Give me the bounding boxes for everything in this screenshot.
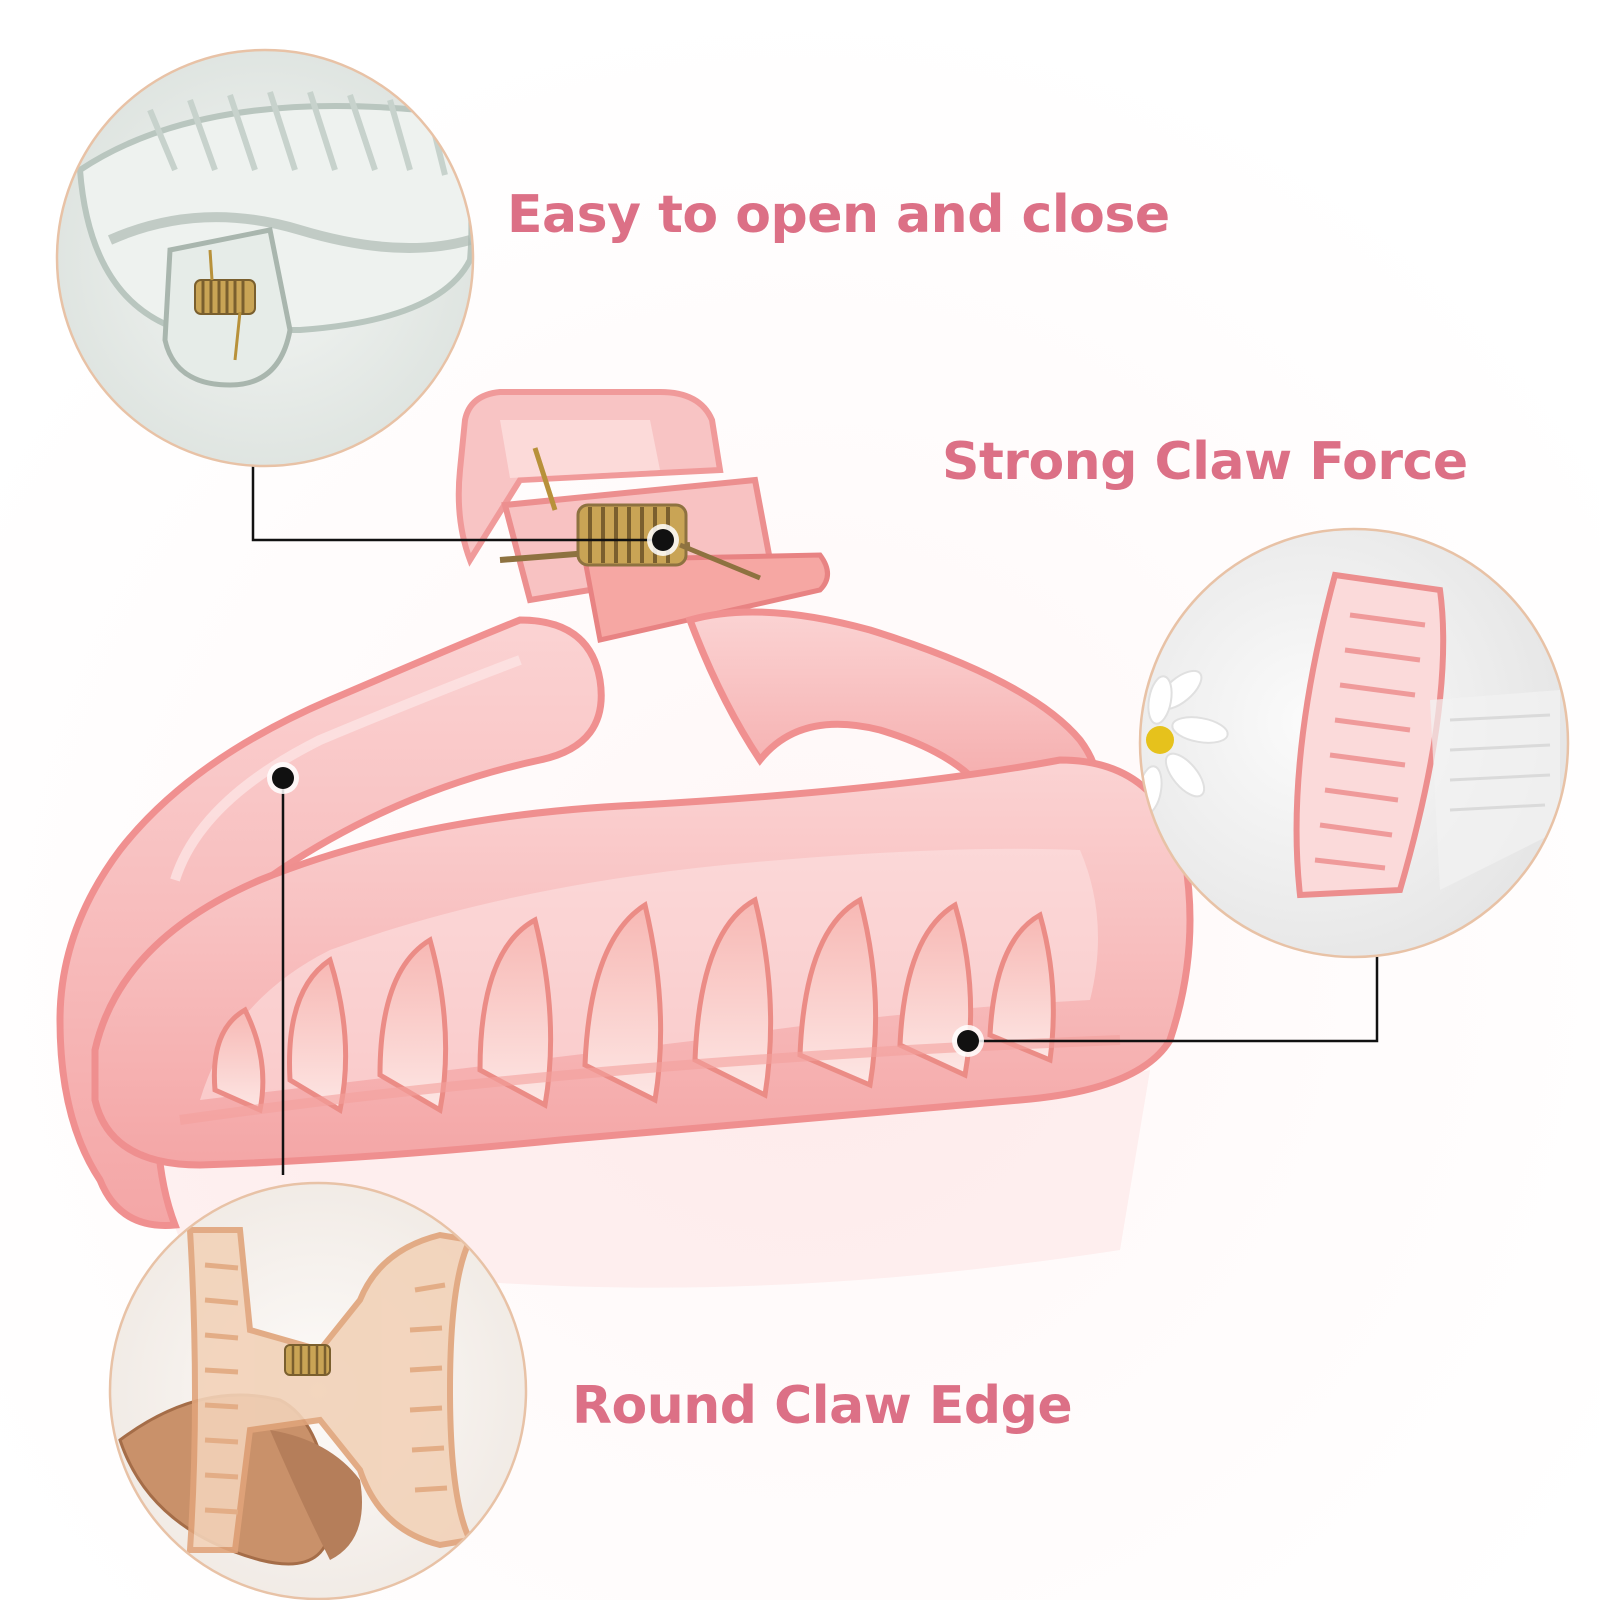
pink-claw-clip bbox=[56, 389, 1194, 1229]
detail-circle-amber-clip bbox=[108, 1181, 528, 1600]
callout-lines bbox=[251, 466, 1379, 1175]
feature-label-open-close: Easy to open and close bbox=[507, 185, 1170, 245]
claw-teeth bbox=[211, 896, 1056, 1114]
callout-line-3 bbox=[968, 957, 1379, 1043]
feature-label-round-edge: Round Claw Edge bbox=[572, 1376, 1073, 1436]
detail-circle-spring bbox=[55, 48, 475, 468]
daisy-icon bbox=[1140, 669, 1229, 815]
detail-circle-side-view bbox=[1138, 527, 1570, 959]
spring-closeup bbox=[194, 249, 256, 361]
claw-left-arm bbox=[56, 616, 605, 1229]
feature-label-claw-force: Strong Claw Force bbox=[942, 432, 1468, 492]
callout-dots bbox=[267, 524, 984, 1057]
callout-line-1 bbox=[251, 466, 663, 542]
